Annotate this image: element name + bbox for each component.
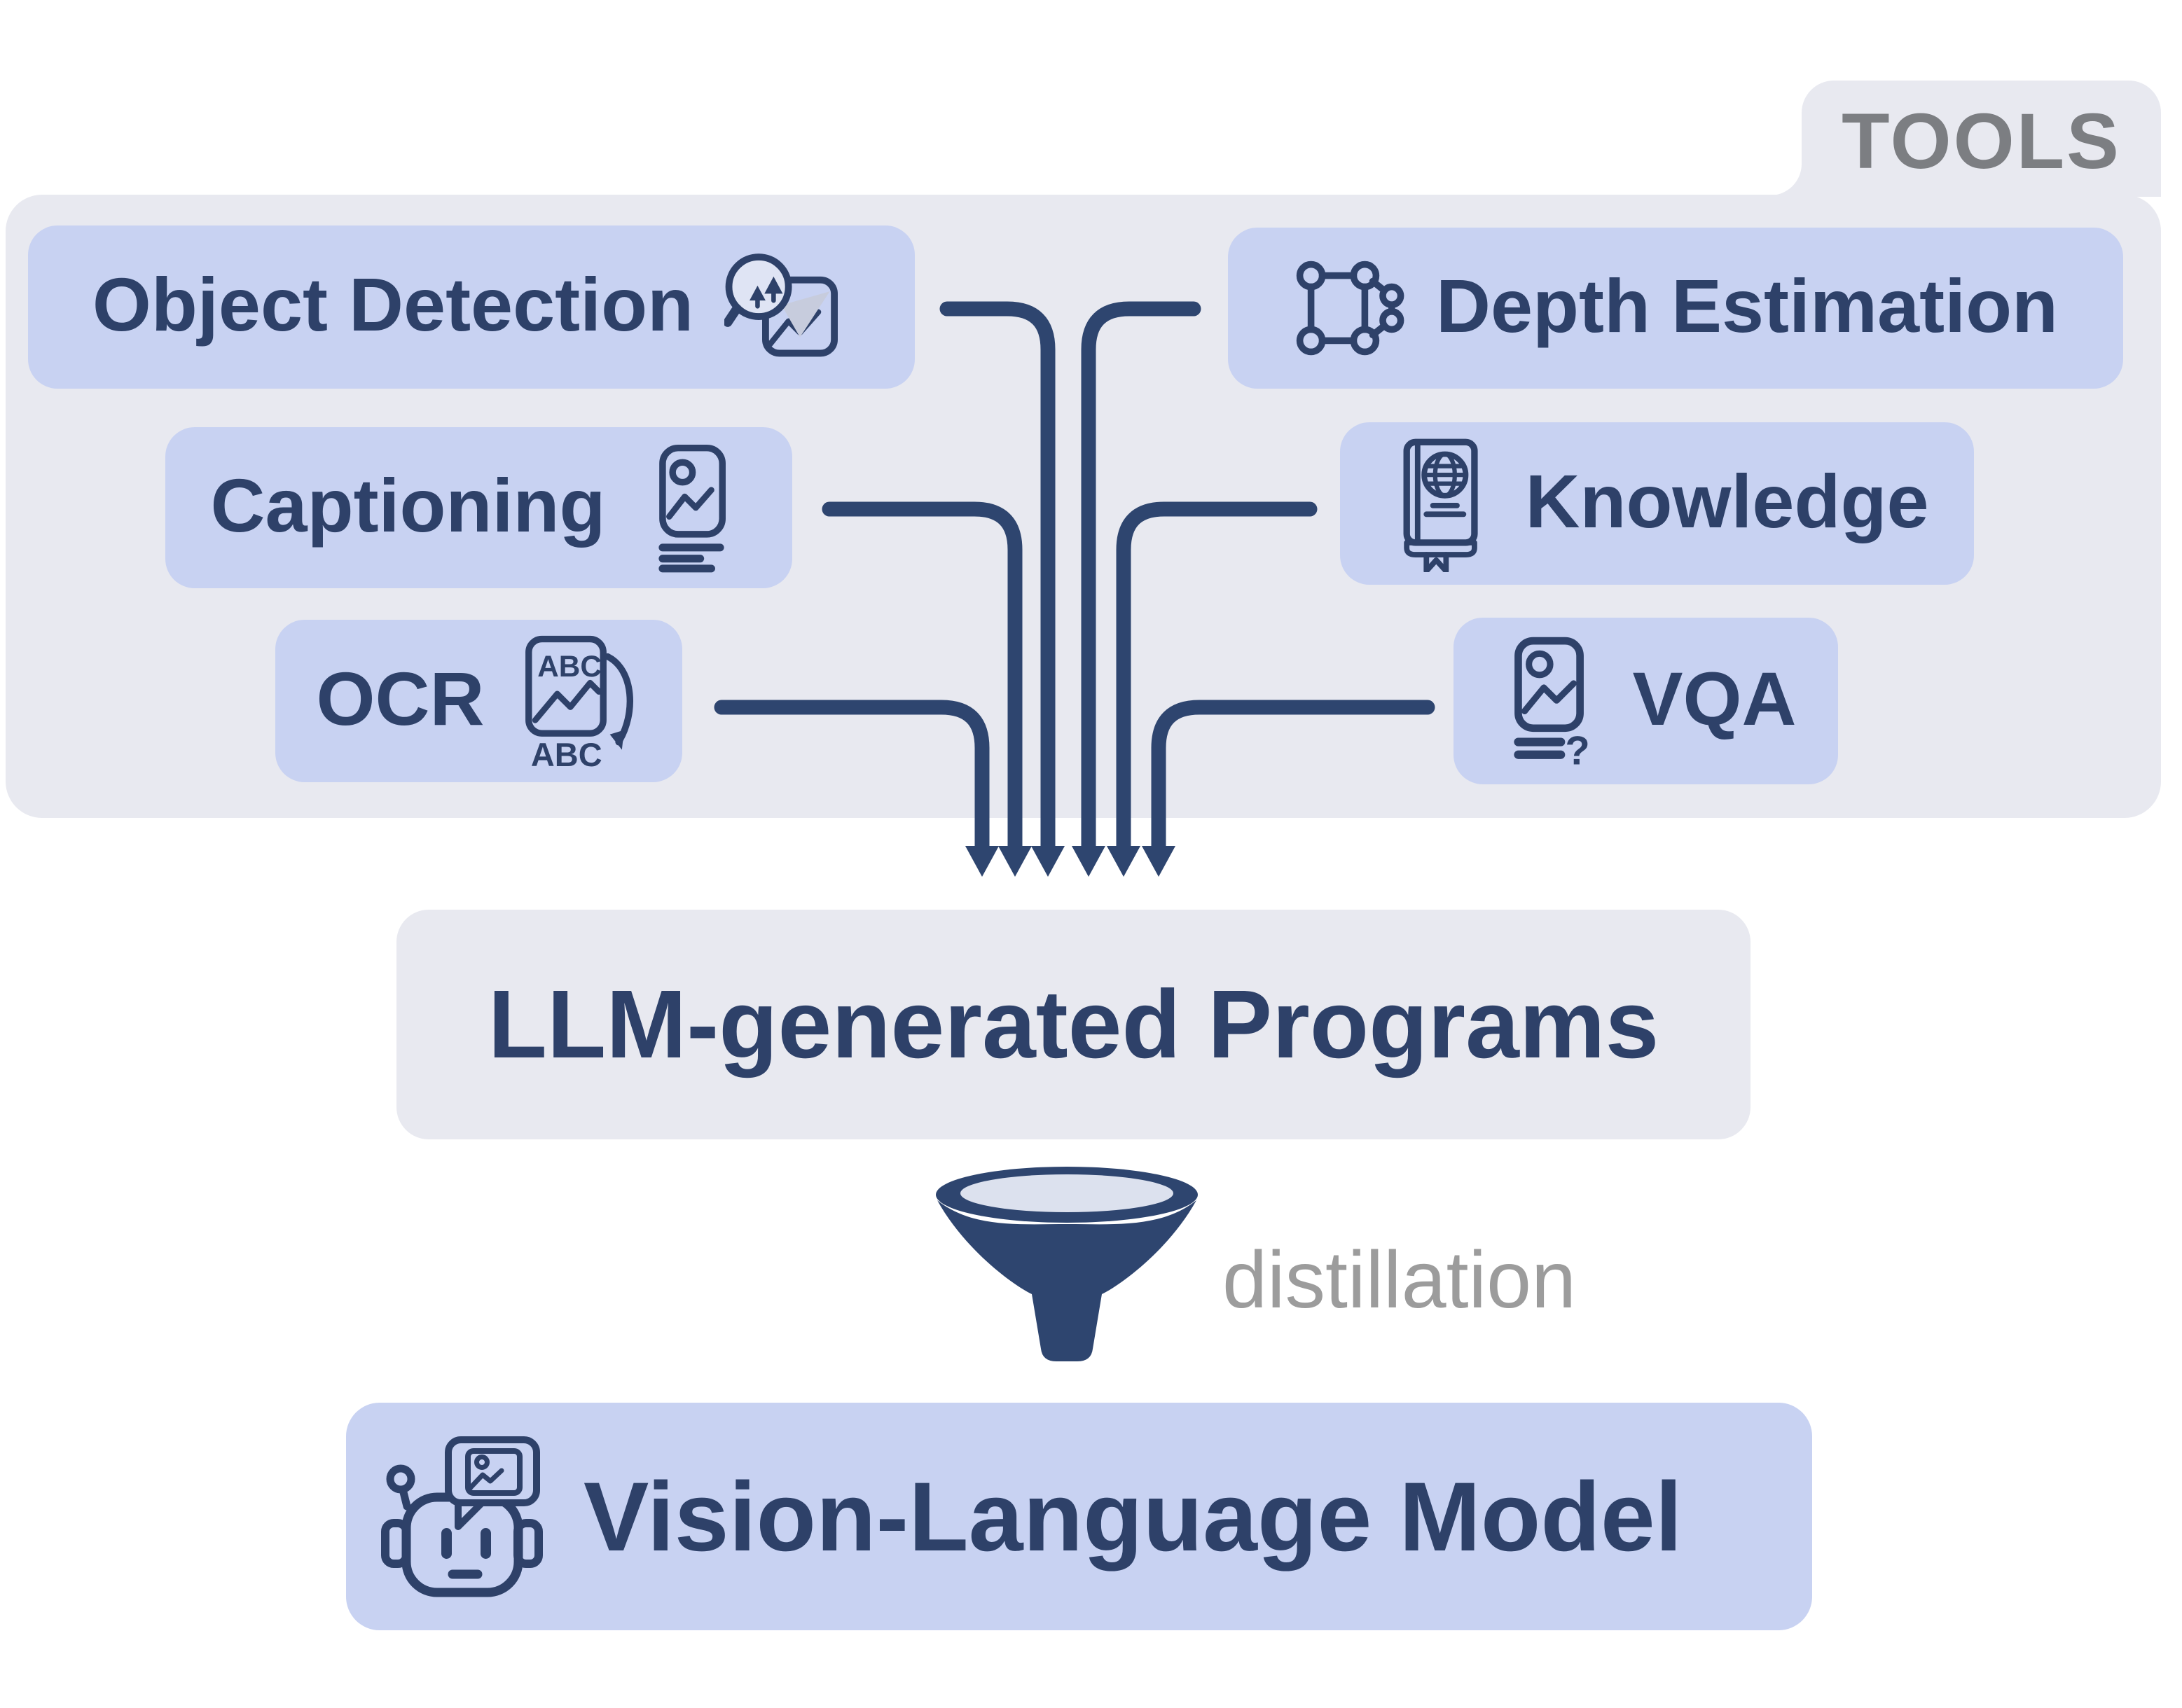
vlm-box: Vision-Language Model (346, 1403, 1812, 1630)
ocr-icon-bottom-text: ABC (530, 736, 602, 770)
llm-programs-label: LLM-generated Programs (488, 970, 1659, 1078)
tools-panel-title: TOOLS (1842, 97, 2121, 185)
captioning-label: Captioning (210, 462, 606, 548)
robot-icon (381, 1436, 543, 1597)
funnel-icon (936, 1167, 1198, 1361)
captioning-icon (658, 444, 726, 573)
ocr-icon-top-text: ABC (537, 650, 602, 683)
tool-pill-depth-estimation: Depth Estimation (1228, 228, 2123, 389)
distillation-label: distillation (1222, 1235, 1576, 1325)
vlm-label: Vision-Language Model (584, 1461, 1683, 1571)
knowledge-label: Knowledge (1525, 458, 1929, 543)
tools-panel-tab: TOOLS (1802, 81, 2161, 197)
tool-pill-object-detection: Object Detection (28, 225, 915, 389)
tool-pill-captioning: Captioning (165, 427, 792, 588)
knowledge-icon (1404, 438, 1479, 572)
ocr-label: OCR (316, 655, 485, 741)
tool-pill-knowledge: Knowledge (1340, 422, 1974, 585)
tools-tab-fillet (1770, 164, 1802, 195)
tool-pill-ocr: OCR ABC ABC (275, 620, 682, 782)
depth-estimation-label: Depth Estimation (1435, 263, 2059, 348)
depth-estimation-icon (1296, 261, 1404, 356)
object-detection-icon (724, 253, 838, 356)
llm-programs-box: LLM-generated Programs (396, 910, 1751, 1139)
tool-pill-vqa: ? VQA (1453, 618, 1838, 784)
vqa-icon-question-mark: ? (1566, 728, 1590, 768)
vqa-icon: ? (1514, 637, 1590, 768)
ocr-icon: ABC ABC (525, 635, 633, 770)
vqa-label: VQA (1632, 655, 1797, 741)
object-detection-label: Object Detection (92, 262, 694, 347)
